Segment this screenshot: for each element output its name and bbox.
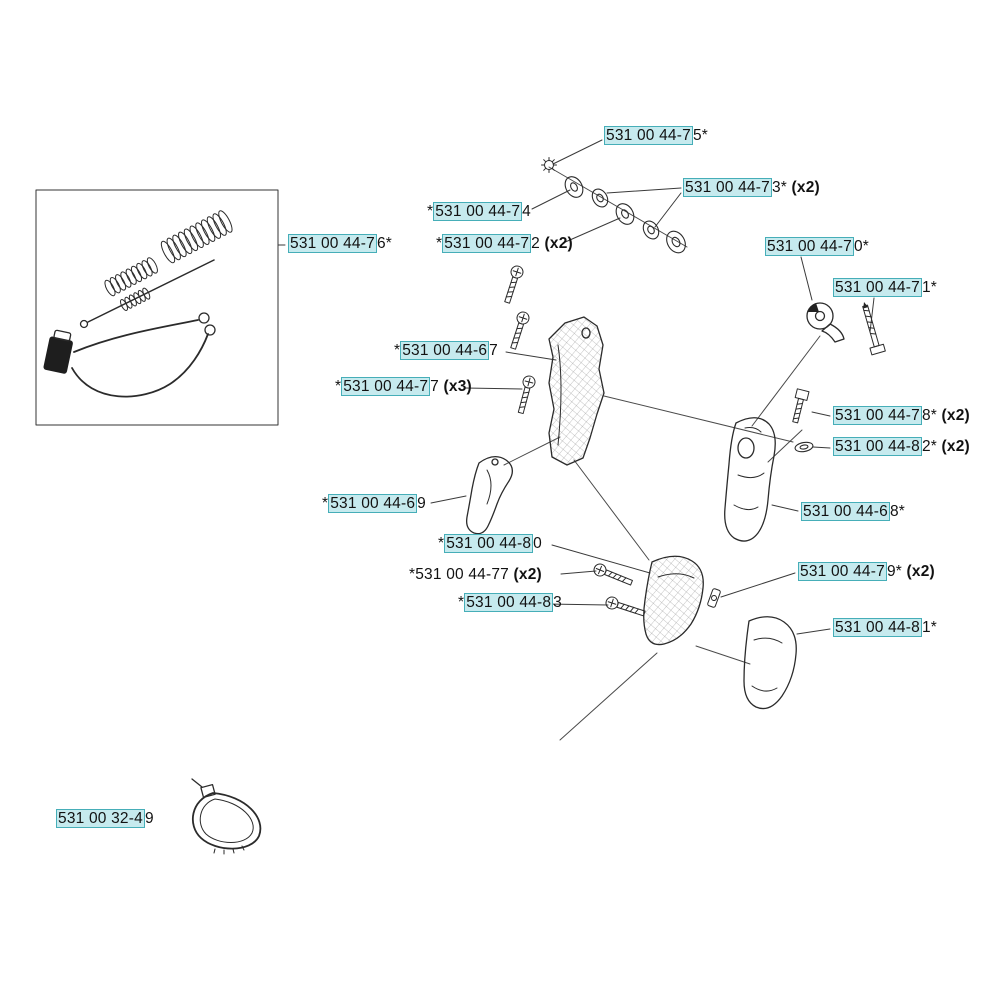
part-number-rest: 1*: [921, 619, 937, 636]
part-number-prefix: *: [409, 566, 416, 583]
part-number-highlight: 531 00 44-7: [288, 234, 377, 253]
part-number-rest: 531 00 44-77: [415, 566, 509, 583]
part-number-prefix: *: [322, 495, 329, 512]
screw-set-x3: [504, 265, 536, 415]
part-number-highlight: 531 00 44-6: [328, 494, 418, 513]
part-number-highlight: 531 00 44-8: [464, 593, 554, 612]
spacer-piece-icon: [707, 588, 721, 608]
handle-half: [724, 417, 776, 542]
part-number-prefix: *: [458, 594, 465, 611]
flat-washer-icon: [794, 441, 814, 453]
part-number-rest: 0*: [853, 238, 869, 255]
lock-washer-clip-icon: [541, 157, 557, 173]
part-number-highlight: 531 00 44-7: [833, 278, 922, 297]
part-number-highlight: 531 00 44-7: [341, 377, 431, 396]
part-number-prefix: *: [436, 235, 443, 252]
part-number-highlight: 531 00 44-7: [433, 202, 523, 221]
throttle-cable-assembly-box: [35, 189, 279, 426]
part-quantity: (x2): [937, 407, 970, 424]
trigger: [466, 456, 513, 535]
part-number-prefix: *: [438, 535, 445, 552]
part-number-rest: 1*: [921, 279, 937, 296]
part-number-highlight: 531 00 44-7: [798, 562, 887, 581]
leader-lines: [277, 139, 875, 635]
part-number-rest: 9*: [886, 563, 902, 580]
part-number-highlight: 531 00 44-7: [765, 237, 854, 256]
part-number-prefix: *: [427, 203, 434, 220]
part-number-highlight: 531 00 44-6: [400, 341, 490, 360]
part-number-highlight: 531 00 44-8: [833, 618, 922, 637]
part-number-rest: 7: [489, 342, 498, 359]
part-quantity: (x2): [937, 438, 970, 455]
part-number-rest: 8*: [889, 503, 905, 520]
part-number-rest: 7: [430, 378, 439, 395]
throttle-lever-cam-icon: [806, 302, 845, 343]
part-quantity: (x2): [540, 235, 573, 252]
part-number-highlight: 531 00 44-8: [833, 437, 922, 456]
part-number-highlight: 531 00 44-8: [444, 534, 534, 553]
part-number-rest: 9: [144, 810, 154, 827]
coil-spring-small-icon: [104, 257, 158, 297]
coil-spring-large-icon: [160, 210, 233, 264]
part-number-highlight: 531 00 44-7: [683, 178, 772, 197]
part-number-rest: 2: [531, 235, 540, 252]
cable-tie-icon: [191, 778, 262, 855]
clamp-screws: [593, 563, 646, 617]
part-number-rest: 6*: [376, 235, 392, 252]
part-number-highlight: 531 00 44-7: [833, 406, 922, 425]
part-number-highlight: 531 00 32-4: [56, 809, 145, 828]
part-number-rest: 8*: [921, 407, 937, 424]
clamp-lower-half: [743, 616, 797, 710]
washer-stack: [564, 176, 686, 254]
part-quantity: (x2): [787, 179, 820, 196]
throttle-housing-half: [548, 316, 605, 466]
part-label-531-00-44-77-x2[interactable]: *531 00 44-77 (x2): [409, 565, 542, 585]
part-number-rest: 5*: [692, 127, 708, 144]
part-number-rest: 0: [533, 535, 542, 552]
part-number-prefix: *: [335, 378, 342, 395]
part-number-highlight: 531 00 44-7: [604, 126, 693, 145]
part-number-prefix: *: [394, 342, 401, 359]
part-number-highlight: 531 00 44-6: [801, 502, 890, 521]
part-quantity: (x2): [509, 566, 542, 583]
part-quantity: (x2): [902, 563, 935, 580]
part-number-highlight: 531 00 44-7: [442, 234, 532, 253]
part-number-rest: 2*: [921, 438, 937, 455]
part-number-rest: 3: [553, 594, 562, 611]
part-number-rest: 9: [417, 495, 426, 512]
clamp-upper-half: [643, 555, 704, 646]
long-screw-icon: [862, 302, 886, 356]
cable-with-loop-ends-icon: [43, 312, 216, 398]
flange-bolt-icon: [792, 388, 810, 424]
part-number-rest: 3*: [771, 179, 787, 196]
part-quantity: (x3): [439, 378, 472, 395]
part-number-rest: 4: [522, 203, 531, 220]
cable-rod-icon: [79, 259, 215, 329]
